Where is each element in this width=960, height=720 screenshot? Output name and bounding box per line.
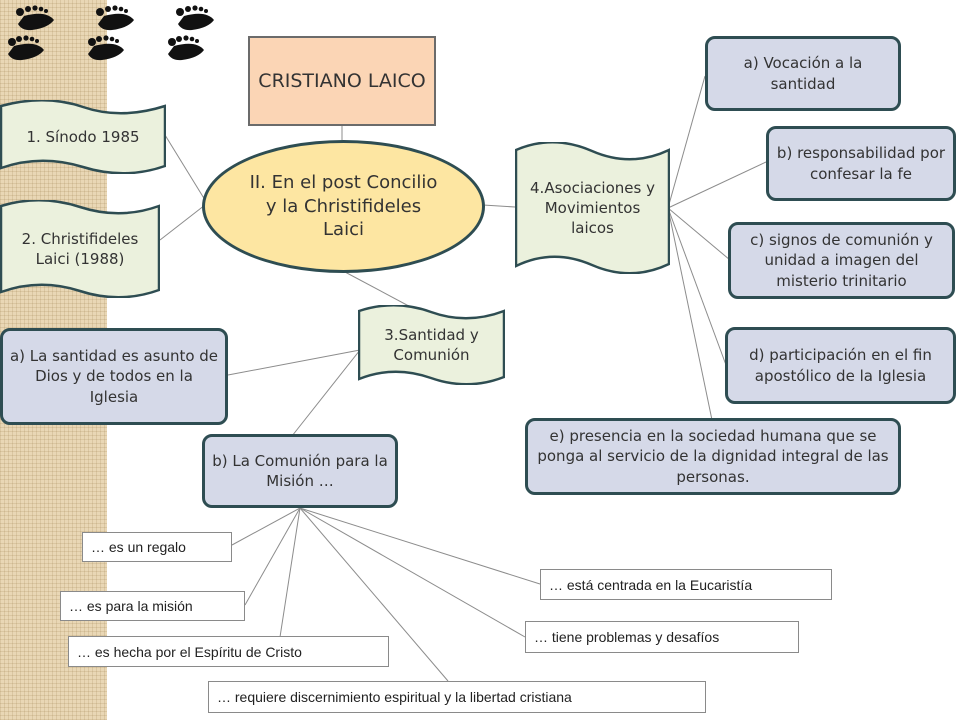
comunion-mision-label: b) La Comunión para la Misión … <box>212 451 388 490</box>
comunion-item-discernimiento: … requiere discernimiento espiritual y l… <box>208 681 706 713</box>
signos-box: c) signos de comunión y unidad a imagen … <box>728 222 955 299</box>
responsabilidad-label: b) responsabilidad por confesar la fe <box>776 144 946 183</box>
responsabilidad-box: b) responsabilidad por confesar la fe <box>766 126 956 201</box>
comunion-item-discernimiento-label: … requiere discernimiento espiritual y l… <box>217 689 572 705</box>
participacion-box: d) participación en el fin apostólico de… <box>725 327 956 404</box>
sinodo-flag: 1. Sínodo 1985 <box>0 100 166 174</box>
christifideles-flag: 2. Christifideles Laici (1988) <box>0 200 160 298</box>
santidad-comunion-label: 3.Santidad y Comunión <box>384 325 479 364</box>
santidad-comunion-flag: 3.Santidad y Comunión <box>358 305 505 385</box>
presencia-box: e) presencia en la sociedad humana que s… <box>525 418 901 495</box>
comunion-item-regalo-label: … es un regalo <box>91 539 186 555</box>
comunion-item-mision: … es para la misión <box>60 591 245 621</box>
vocacion-box: a) Vocación a la santidad <box>705 36 901 111</box>
participacion-label: d) participación en el fin apostólico de… <box>749 346 932 385</box>
sinodo-label: 1. Sínodo 1985 <box>26 127 140 146</box>
center-ellipse: II. En el post Concilio y la Christifide… <box>202 140 485 273</box>
comunion-item-espiritu: … es hecha por el Espíritu de Cristo <box>68 636 389 667</box>
santidad-asunto-box: a) La santidad es asunto de Dios y de to… <box>0 328 228 425</box>
cristiano-laico-label: CRISTIANO LAICO <box>258 69 426 92</box>
comunion-item-mision-label: … es para la misión <box>69 598 193 614</box>
comunion-mision-box: b) La Comunión para la Misión … <box>202 434 398 508</box>
comunion-item-eucaristia-label: … está centrada en la Eucaristía <box>549 576 753 593</box>
comunion-item-problemas: … tiene problemas y desafíos <box>525 621 799 653</box>
asociaciones-label: 4.Asociaciones y Movimientos laicos <box>530 178 655 238</box>
vocacion-label: a) Vocación a la santidad <box>743 54 863 93</box>
comunion-item-eucaristia: … está centrada en la Eucaristía <box>540 569 832 600</box>
comunion-item-regalo: … es un regalo <box>82 532 232 562</box>
asociaciones-flag: 4.Asociaciones y Movimientos laicos <box>515 142 670 274</box>
center-label: II. En el post Concilio y la Christifide… <box>249 172 438 241</box>
footprints-icon <box>8 5 214 61</box>
cristiano-laico-box: CRISTIANO LAICO <box>248 36 436 126</box>
christifideles-label: 2. Christifideles Laici (1988) <box>21 229 139 268</box>
presencia-label: e) presencia en la sociedad humana que s… <box>537 427 889 486</box>
comunion-item-problemas-label: … tiene problemas y desafíos <box>534 629 720 645</box>
santidad-asunto-label: a) La santidad es asunto de Dios y de to… <box>9 347 219 406</box>
comunion-item-espiritu-label: … es hecha por el Espíritu de Cristo <box>77 643 302 660</box>
signos-label: c) signos de comunión y unidad a imagen … <box>750 231 933 290</box>
